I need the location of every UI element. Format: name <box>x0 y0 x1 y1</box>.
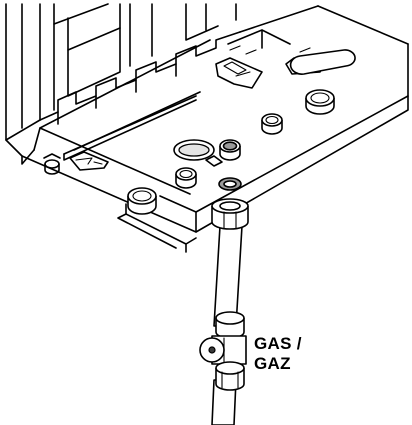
connection-stubs <box>127 49 356 215</box>
stub-left-front <box>127 187 157 215</box>
sealing-washer <box>218 177 242 191</box>
boiler-bottom-plate <box>21 29 409 253</box>
boiler-body <box>5 3 409 165</box>
gas-label-line1: GAS / <box>254 334 302 353</box>
gas-connection <box>219 139 241 161</box>
oval-opening <box>173 139 215 161</box>
gas-label-line2: GAZ <box>254 354 291 373</box>
stub-right-1 <box>261 113 283 135</box>
stub-right-2 <box>305 89 335 115</box>
stub-center <box>175 167 197 189</box>
gas-label: GAS / GAZ <box>254 334 302 374</box>
gas-valve <box>199 311 247 391</box>
